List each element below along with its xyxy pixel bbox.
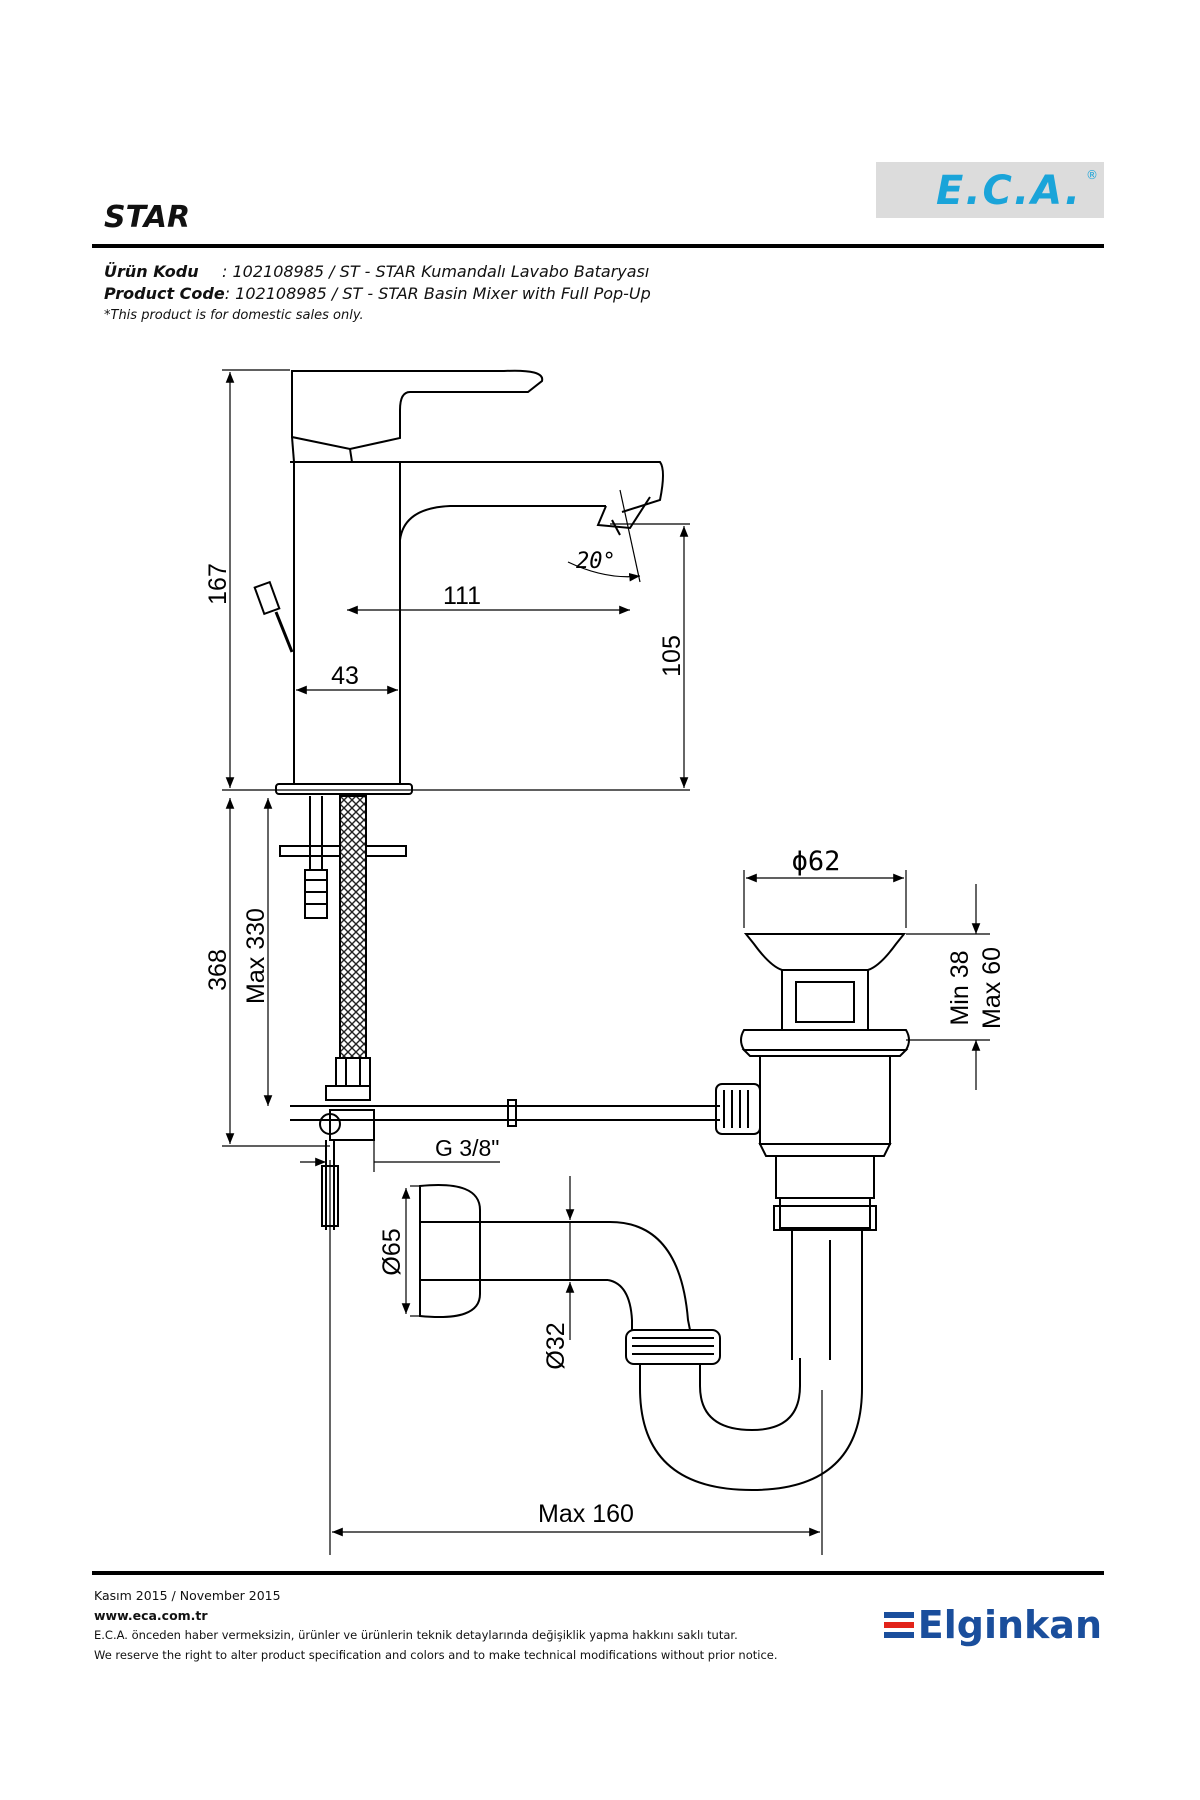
registered-mark-icon: ® xyxy=(1086,168,1098,182)
dim-flange-diameter: Ø65 xyxy=(378,1228,406,1275)
dim-spout-height: 105 xyxy=(658,635,686,677)
footer-date: Kasım 2015 / November 2015 xyxy=(94,1588,281,1603)
product-code-label-en: Product Code xyxy=(104,284,225,303)
dim-trap-max: Max 160 xyxy=(538,1500,634,1528)
bottle-trap xyxy=(419,1184,863,1492)
supply-hoses xyxy=(279,795,720,1230)
dim-pipe-diameter: Ø32 xyxy=(542,1322,570,1369)
page-title: STAR xyxy=(104,200,191,235)
dim-min-thickness: Min 38 xyxy=(946,950,974,1025)
dim-height-total: 167 xyxy=(204,563,232,605)
dim-spout-reach: 111 xyxy=(443,582,481,610)
dim-angle: 20° xyxy=(576,549,616,574)
dim-thread: G 3/8" xyxy=(435,1135,499,1161)
product-code-value-en: : 102108985 / ST - STAR Basin Mixer with… xyxy=(224,284,651,303)
dim-supply-length: 368 xyxy=(204,949,232,991)
popup-waste xyxy=(715,933,910,1231)
footer-disclaimer-tr: E.C.A. önceden haber vermeksizin, ürünle… xyxy=(94,1628,738,1642)
elginkan-bars-icon xyxy=(883,1608,914,1642)
eca-logo-text: E.C.A. xyxy=(936,168,1082,214)
dim-body-width: 43 xyxy=(331,662,359,690)
product-code-label-tr: Ürün Kodu xyxy=(104,262,199,281)
dim-popup-diameter: ϕ62 xyxy=(792,846,841,877)
dim-hose-max: Max 330 xyxy=(242,908,270,1004)
faucet-body xyxy=(253,369,664,795)
eca-logo: E.C.A. ® xyxy=(876,162,1104,218)
footer-website[interactable]: www.eca.com.tr xyxy=(94,1608,208,1623)
footer-disclaimer-en: We reserve the right to alter product sp… xyxy=(94,1648,778,1662)
product-code-tr: Ürün Kodu : 102108985 / ST - STAR Kumanda… xyxy=(104,262,649,281)
product-code-en: Product Code: 102108985 / ST - STAR Basi… xyxy=(104,284,651,303)
header-divider xyxy=(92,244,1104,248)
elginkan-logo: Elginkan xyxy=(883,1603,1102,1647)
product-code-value-tr: : 102108985 / ST - STAR Kumandalı Lavabo… xyxy=(222,262,650,281)
dim-max-thickness: Max 60 xyxy=(978,947,1006,1029)
elginkan-logo-text: Elginkan xyxy=(917,1603,1102,1647)
domestic-note: *This product is for domestic sales only… xyxy=(104,308,364,323)
footer-divider xyxy=(92,1571,1104,1575)
